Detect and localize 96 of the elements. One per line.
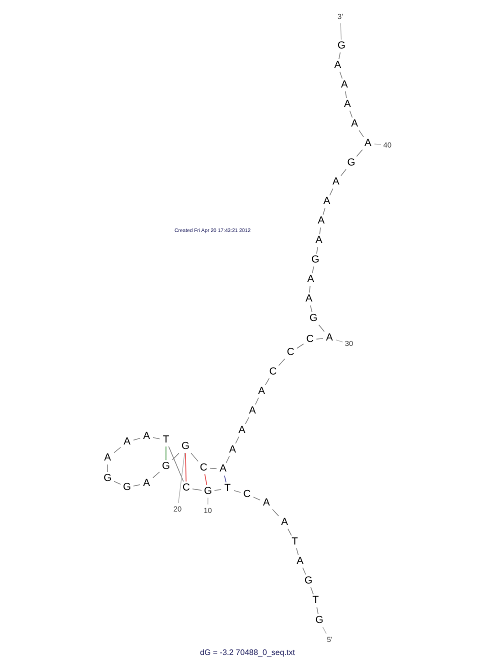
connector (329, 188, 334, 196)
node-text: T (312, 595, 319, 606)
node-text: A (238, 424, 246, 436)
node-text: C (306, 334, 314, 346)
node-text: A (263, 497, 270, 508)
connector (178, 452, 185, 504)
node-text: A (351, 118, 358, 130)
node-text: A (344, 98, 351, 110)
connector (340, 168, 346, 176)
connector (316, 606, 318, 614)
connector (310, 586, 314, 595)
connector (356, 149, 363, 157)
node-text: A (281, 516, 288, 528)
node-text: A (340, 79, 348, 90)
connector (278, 358, 286, 366)
connector (338, 52, 341, 60)
connector (309, 286, 310, 293)
connector (107, 464, 108, 472)
connector (114, 446, 122, 454)
connector (253, 496, 260, 500)
connector (340, 72, 343, 79)
node-text: G (347, 157, 356, 168)
node-text: A (316, 235, 322, 246)
node-text: T (224, 483, 231, 494)
connector (133, 438, 140, 440)
connector (288, 528, 292, 536)
connector (185, 452, 186, 482)
node-text: A (364, 138, 372, 149)
node-text: G (123, 482, 132, 493)
connector (245, 416, 250, 424)
connector (310, 305, 312, 312)
connector (296, 344, 304, 349)
node-text: A (326, 332, 333, 344)
connector (204, 474, 208, 486)
node-text: A (220, 464, 226, 475)
node-text: T (292, 536, 298, 548)
node-text: C (182, 482, 190, 494)
connector (226, 456, 230, 464)
node-text: A (124, 436, 130, 448)
node-text: A (305, 293, 312, 304)
node-text: A (296, 556, 304, 567)
connector (235, 436, 240, 444)
node-text: A (334, 60, 342, 71)
connector (210, 468, 217, 470)
connector (296, 548, 299, 556)
node-text: A (104, 452, 112, 464)
node-text: C (243, 488, 251, 500)
node-text: G (162, 460, 170, 472)
connector (316, 338, 324, 340)
node-text: A (323, 196, 330, 208)
connector (152, 472, 160, 478)
connector (345, 91, 347, 98)
node-text: G (311, 254, 320, 266)
connector (340, 22, 342, 40)
node-text: A (318, 216, 325, 227)
node-text: T (162, 434, 170, 446)
connector (172, 452, 180, 460)
connector (224, 475, 226, 483)
node-text: G (204, 486, 212, 497)
connector (192, 488, 202, 491)
node-text: A (307, 274, 314, 286)
connector (316, 246, 318, 254)
connector (114, 480, 121, 485)
node-text: G (315, 614, 324, 626)
connector (374, 144, 382, 146)
connector (358, 130, 364, 138)
node-text: G (310, 312, 318, 324)
connector (349, 110, 353, 118)
connector (319, 227, 321, 235)
node-text: G (181, 441, 190, 452)
connector (214, 489, 222, 491)
connector (322, 208, 326, 216)
node-text: G (304, 575, 312, 586)
connector (168, 446, 184, 482)
node-text: C (286, 346, 294, 358)
node-text: G (104, 472, 112, 484)
connector (318, 324, 325, 332)
node-text: A (229, 444, 236, 456)
connector (133, 484, 140, 486)
node-text: C (200, 462, 208, 474)
connector (302, 567, 306, 575)
node-text: A (248, 405, 256, 416)
node-text: A (258, 386, 265, 397)
connector (264, 378, 270, 386)
node-text: G (338, 40, 346, 52)
connector (190, 452, 198, 462)
connector (322, 626, 327, 634)
connector (255, 397, 259, 405)
node-text: A (332, 176, 340, 188)
node-text: C (269, 366, 277, 378)
node-text: A (143, 478, 150, 489)
connector (272, 508, 279, 516)
node-text: A (143, 430, 150, 442)
connector (234, 490, 241, 493)
connector (312, 266, 314, 274)
connector (336, 340, 343, 342)
